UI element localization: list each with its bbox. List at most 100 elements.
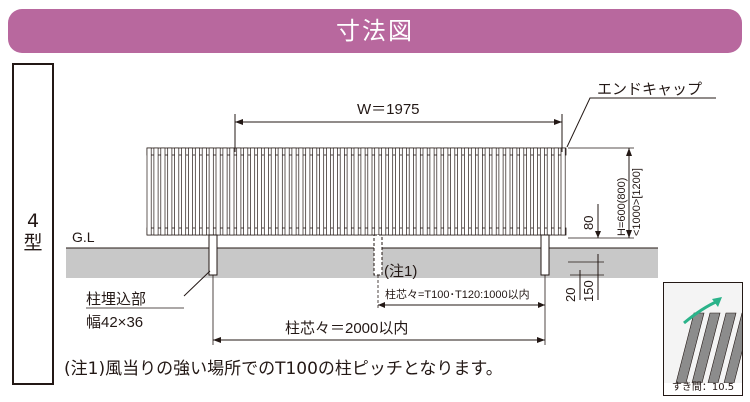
fence-slat bbox=[291, 147, 297, 236]
pitch-condition-arrow-right bbox=[538, 302, 545, 308]
post-center bbox=[373, 234, 383, 276]
post-pitch-label: 柱芯々＝2000以内 bbox=[285, 320, 408, 337]
fence-slat bbox=[401, 147, 407, 236]
dim-150-label: 150 bbox=[581, 280, 596, 302]
fence-slat bbox=[512, 147, 518, 236]
fence-slat bbox=[270, 147, 276, 236]
fence-slat bbox=[539, 147, 545, 236]
fence-slat bbox=[546, 147, 552, 236]
fence-slat bbox=[346, 147, 352, 236]
fence-slat bbox=[305, 147, 311, 236]
ground-band bbox=[66, 248, 658, 278]
ground-label: G.L bbox=[72, 229, 95, 245]
fence-slat bbox=[339, 147, 345, 236]
fence-slat bbox=[194, 147, 200, 236]
dim-80-arrow bbox=[595, 231, 601, 238]
post-embed-label: 柱埋込部 bbox=[86, 291, 146, 308]
fence-slat bbox=[250, 147, 256, 236]
footnote: (注1)風当りの強い場所でのT100の柱ピッチとなります。 bbox=[64, 359, 503, 379]
type-box: 4 型 bbox=[12, 63, 54, 385]
fence-slat bbox=[277, 147, 283, 236]
fence-slat bbox=[450, 147, 456, 236]
fence-slat bbox=[319, 147, 325, 236]
fence-slat bbox=[491, 147, 497, 236]
fence-slat bbox=[174, 147, 180, 236]
fence-slat bbox=[312, 147, 318, 236]
post-right bbox=[540, 234, 550, 276]
inset-caption: すき間：10.5 bbox=[671, 382, 735, 393]
fence-panel bbox=[146, 147, 567, 236]
fence-slat bbox=[236, 147, 242, 236]
height-arrow-top bbox=[626, 148, 632, 156]
fence-slat bbox=[146, 147, 152, 236]
end-cap-label: エンドキャップ bbox=[597, 81, 702, 98]
width-arrow-left bbox=[235, 119, 243, 125]
fence-slat bbox=[201, 147, 207, 236]
fence-slat bbox=[229, 147, 235, 236]
fence-slat bbox=[215, 147, 221, 236]
note-ref: (注1) bbox=[384, 263, 417, 280]
fence-slat bbox=[560, 147, 566, 236]
fence-slat bbox=[222, 147, 228, 236]
dim-80-label: 80 bbox=[581, 216, 596, 230]
fence-slat bbox=[519, 147, 525, 236]
fence-slat bbox=[284, 147, 290, 236]
type-label: 4 型 bbox=[14, 210, 52, 254]
fence-slat bbox=[436, 147, 442, 236]
post-pitch-condition: 柱芯々=T100･T120:1000以内 bbox=[385, 287, 530, 301]
fence-slat bbox=[367, 147, 373, 236]
pitch-condition-arrow-left bbox=[378, 302, 385, 308]
post-left bbox=[208, 234, 218, 276]
fence-slat bbox=[167, 147, 173, 236]
fence-slat bbox=[188, 147, 193, 236]
fence-slat bbox=[257, 147, 262, 236]
fence-slat bbox=[208, 147, 214, 236]
post-embed-leader bbox=[183, 270, 211, 297]
fence-slat bbox=[408, 147, 414, 236]
fence-slat bbox=[477, 147, 483, 236]
fence-slat bbox=[422, 147, 428, 236]
fence-slat bbox=[332, 147, 338, 236]
fence-slat bbox=[470, 147, 476, 236]
fence-slat bbox=[443, 147, 449, 236]
height-label-alt: <1000>[1200] bbox=[631, 168, 643, 236]
fence-slat bbox=[388, 147, 394, 236]
fence-slat bbox=[464, 147, 469, 236]
wind-arrow-icon bbox=[712, 297, 722, 307]
fence-slat bbox=[415, 147, 421, 236]
width-label: W＝1975 bbox=[357, 101, 420, 118]
fence-slat bbox=[243, 147, 249, 236]
fence-slat bbox=[298, 147, 304, 236]
header-title: 寸法図 bbox=[336, 17, 414, 45]
type-number: 4 bbox=[26, 210, 40, 232]
fence-slat bbox=[498, 147, 504, 236]
gap-illustration bbox=[664, 283, 742, 384]
post-pitch-arrow-right bbox=[537, 337, 545, 343]
fence-slat bbox=[395, 147, 400, 236]
fence-slat bbox=[484, 147, 490, 236]
gap-inset: すき間：10.5 bbox=[663, 282, 743, 396]
fence-slat bbox=[360, 147, 366, 236]
fence-slat bbox=[263, 147, 269, 236]
fence-slat bbox=[553, 147, 559, 236]
fence-slat bbox=[374, 147, 380, 236]
post-size-label: 幅42×36 bbox=[86, 314, 143, 331]
end-cap-leader bbox=[566, 97, 716, 148]
height-label: H=600(800) bbox=[616, 178, 628, 236]
fence-slat bbox=[381, 147, 387, 236]
fence-slat bbox=[505, 147, 511, 236]
fence-slat bbox=[526, 147, 532, 236]
fence-slat bbox=[429, 147, 435, 236]
header-banner: 寸法図 bbox=[8, 9, 742, 53]
fence-slat bbox=[353, 147, 359, 236]
type-suffix: 型 bbox=[23, 232, 43, 254]
fence-slat bbox=[153, 147, 159, 236]
height-arrow-bottom bbox=[626, 230, 632, 238]
fence-slat bbox=[533, 147, 538, 236]
fence-slat bbox=[181, 147, 187, 236]
width-arrow-right bbox=[554, 119, 562, 125]
post-pitch-arrow-left bbox=[213, 337, 221, 343]
fence-slat bbox=[457, 147, 463, 236]
fence-slat bbox=[326, 147, 331, 236]
